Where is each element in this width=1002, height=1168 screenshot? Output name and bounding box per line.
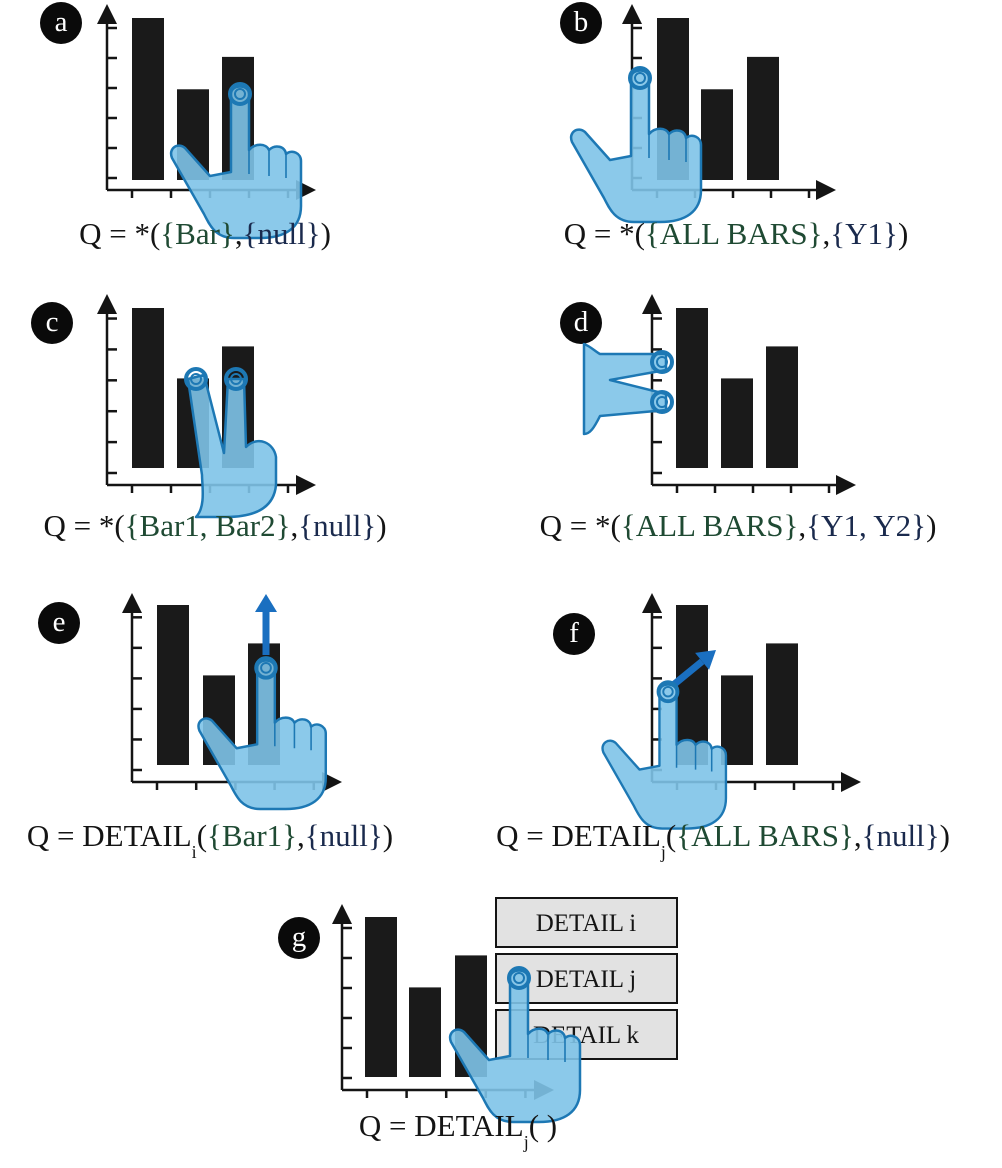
- panel-d: d Q = *({ALL BARS},{Y1, Y2}): [540, 294, 937, 543]
- caption-segment: {null}: [298, 508, 376, 543]
- bar-1: [157, 605, 189, 765]
- caption-segment: j: [523, 1132, 529, 1152]
- label-badge: [560, 2, 602, 44]
- badge-letter: b: [574, 6, 589, 38]
- pointing-hand-icon: [448, 966, 582, 1124]
- badge-letter: g: [292, 921, 307, 953]
- caption-segment: ): [926, 508, 936, 543]
- menu-item-label: DETAIL j: [536, 966, 637, 993]
- bar-1: [365, 917, 397, 1077]
- caption-segment: Q = *(: [564, 216, 645, 251]
- caption-segment: {Bar1, Bar2}: [125, 508, 291, 543]
- caption-segment: {null}: [862, 818, 940, 853]
- pointing-hand-icon: [169, 82, 303, 240]
- menu-item-detail-i[interactable]: DETAIL i: [495, 897, 678, 948]
- label-badge: [553, 613, 595, 655]
- pointing-hand-icon: [601, 680, 728, 830]
- caption-segment: ( ): [529, 1108, 557, 1143]
- bar-3: [766, 346, 798, 468]
- panel-e: e Q = DETAILi({Bar1},{null}): [27, 593, 393, 862]
- bar-1: [132, 18, 164, 180]
- label-badge: [40, 2, 82, 44]
- bar-2: [721, 675, 753, 765]
- query-caption: Q = *({Bar},{null}): [79, 216, 331, 251]
- bar-3: [766, 643, 798, 765]
- caption-segment: {Bar1}: [207, 818, 297, 853]
- caption-segment: Q = *(: [43, 508, 124, 543]
- label-badge: [38, 602, 80, 644]
- caption-segment: Q = *(: [540, 508, 621, 543]
- caption-segment: (: [197, 818, 207, 853]
- caption-segment: ,: [854, 818, 862, 853]
- badge-letter: a: [55, 6, 68, 38]
- arrow-icon: [669, 650, 716, 689]
- caption-segment: ): [898, 216, 908, 251]
- badge-letter: c: [46, 306, 59, 338]
- caption-segment: ,: [798, 508, 806, 543]
- bar-2: [721, 378, 753, 468]
- query-caption: Q = *({ALL BARS},{Y1, Y2}): [540, 508, 937, 543]
- panel-a: a Q = *({Bar},{null}): [40, 2, 331, 251]
- bar-1: [676, 605, 708, 765]
- caption-segment: {Y1, Y2}: [806, 508, 926, 543]
- caption-segment: {Y1}: [830, 216, 898, 251]
- caption-segment: ): [376, 508, 386, 543]
- caption-segment: Q = DETAIL: [359, 1108, 524, 1143]
- bar-2: [409, 987, 441, 1077]
- caption-segment: {ALL BARS}: [645, 216, 823, 251]
- caption-segment: {null}: [243, 216, 321, 251]
- caption-segment: ,: [235, 216, 243, 251]
- caption-segment: {null}: [305, 818, 383, 853]
- caption-segment: {ALL BARS}: [621, 508, 799, 543]
- label-badge: [31, 302, 73, 344]
- query-caption: Q = DETAILj( ): [359, 1108, 557, 1152]
- caption-segment: Q = DETAIL: [27, 818, 192, 853]
- badge-letter: e: [53, 606, 66, 638]
- bar-3: [747, 56, 779, 180]
- caption-segment: {ALL BARS}: [676, 818, 854, 853]
- panel-c: c Q = *({Bar1, Bar2},{null}): [31, 294, 387, 543]
- caption-segment: ,: [823, 216, 831, 251]
- panel-f: f Q = DETAILj({ALL BARS},{null}): [496, 593, 950, 862]
- two-finger-hand-icon: [582, 342, 674, 436]
- two-finger-hand-icon: [184, 367, 278, 519]
- caption-segment: ): [940, 818, 950, 853]
- caption-segment: (: [666, 818, 676, 853]
- bar-1: [132, 308, 164, 468]
- caption-segment: j: [660, 842, 666, 862]
- panel-b: b Q = *({ALL BARS},{Y1}): [560, 2, 908, 251]
- query-caption: Q = DETAILj({ALL BARS},{null}): [496, 818, 950, 862]
- query-caption: Q = *({ALL BARS},{Y1}): [564, 216, 909, 251]
- caption-segment: ,: [297, 818, 305, 853]
- label-badge: [278, 917, 320, 959]
- caption-segment: ): [383, 818, 393, 853]
- query-caption: Q = DETAILi({Bar1},{null}): [27, 818, 393, 862]
- caption-segment: i: [192, 842, 197, 862]
- pointing-hand-icon: [197, 656, 328, 811]
- label-badge: [560, 302, 602, 344]
- caption-segment: {Bar}: [160, 216, 235, 251]
- pointing-hand-icon: [569, 66, 703, 224]
- badge-letter: f: [569, 617, 579, 649]
- caption-segment: ): [321, 216, 331, 251]
- bar-2: [701, 89, 733, 180]
- caption-segment: ,: [290, 508, 298, 543]
- caption-segment: Q = *(: [79, 216, 160, 251]
- caption-segment: Q = DETAIL: [496, 818, 661, 853]
- badge-letter: d: [574, 306, 589, 338]
- menu-item-label: DETAIL i: [536, 910, 637, 937]
- bar-1: [676, 308, 708, 468]
- arrow-icon: [255, 594, 277, 655]
- query-caption: Q = *({Bar1, Bar2},{null}): [43, 508, 386, 543]
